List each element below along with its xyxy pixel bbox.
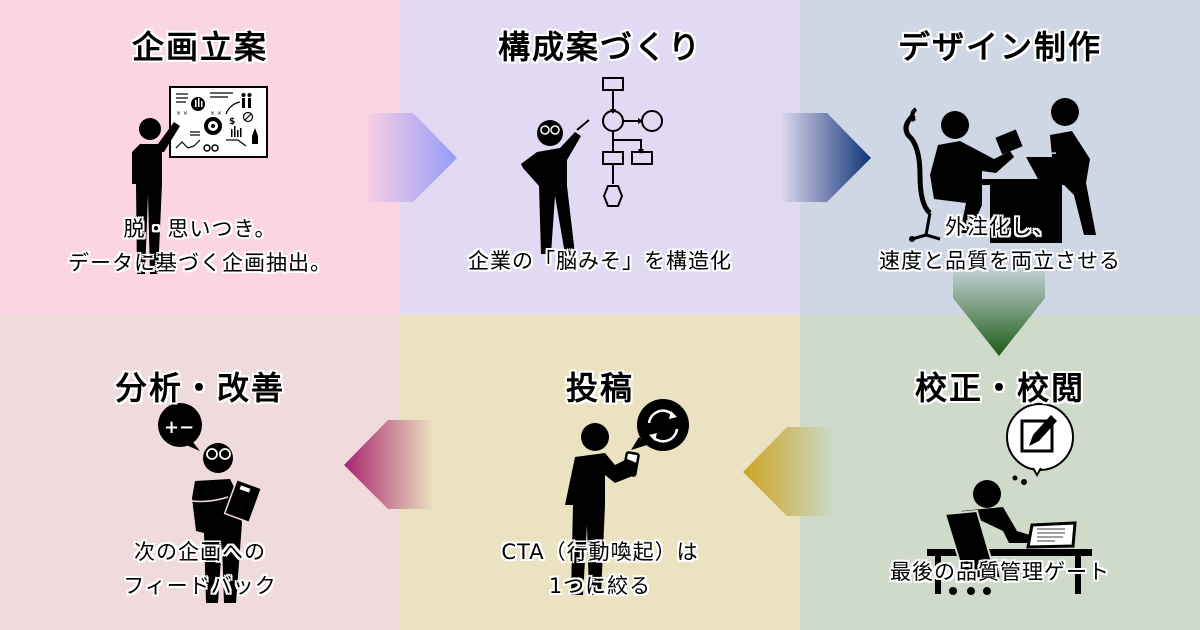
svg-text:× ×: × ×	[210, 110, 222, 117]
arrow-right-icon	[782, 113, 871, 202]
step-title: デザイン制作	[897, 28, 1102, 66]
step-description: 次の企画への フィードバック	[123, 540, 277, 598]
desk-editing-icon	[927, 403, 1092, 595]
thinking-calculator-icon: +−	[158, 403, 263, 603]
step-description: 企業の「脳みそ」を構造化	[468, 249, 732, 273]
step-description: 脱・思いつき。 データに基づく企画抽出。	[68, 217, 332, 275]
step-proofreading-panel: 校正・校閲 最後の品質管理ゲート	[800, 315, 1200, 630]
svg-text:× ×: × ×	[176, 110, 188, 117]
flowchart-presenter-icon	[521, 77, 663, 254]
step-description: CTA（行動喚起）は 1つに絞る	[501, 540, 699, 598]
step-description: 外注化し、 速度と品質を両立させる	[879, 215, 1121, 273]
step-structure-panel: 構成案づくり 企業の「脳みそ」を構造化	[400, 0, 800, 315]
step-title: 校正・校閲	[914, 369, 1085, 407]
smartphone-refresh-icon	[565, 399, 689, 595]
svg-text:$: $	[229, 117, 235, 127]
step-title: 構成案づくり	[497, 28, 702, 66]
step-analysis-panel: 分析・改善 +− 次の企画への フィードバック	[0, 315, 400, 630]
step-title: 分析・改善	[114, 369, 285, 407]
step-posting-panel: 投稿 CTA（行動喚起）は 1つに絞る	[400, 315, 800, 630]
step-description: 最後の品質管理ゲート	[890, 560, 1110, 584]
step-title: 企画立案	[131, 28, 268, 66]
step-planning-panel: 企画立案 × × × × $ 脱・思いつき。 データに基づく企画抽出。	[0, 0, 400, 315]
arrow-left-icon	[743, 427, 832, 516]
meeting-desk-icon	[903, 98, 1096, 243]
arrow-left-icon	[344, 420, 433, 509]
presenter-whiteboard-icon: × × × × $	[132, 86, 268, 274]
svg-text:+−: +−	[164, 417, 194, 438]
arrow-down-icon	[953, 268, 1045, 356]
arrow-right-icon	[368, 113, 457, 202]
step-design-panel: デザイン制作 外注化し、 速度と品質を両立させる	[800, 0, 1200, 315]
step-title: 投稿	[565, 369, 634, 407]
